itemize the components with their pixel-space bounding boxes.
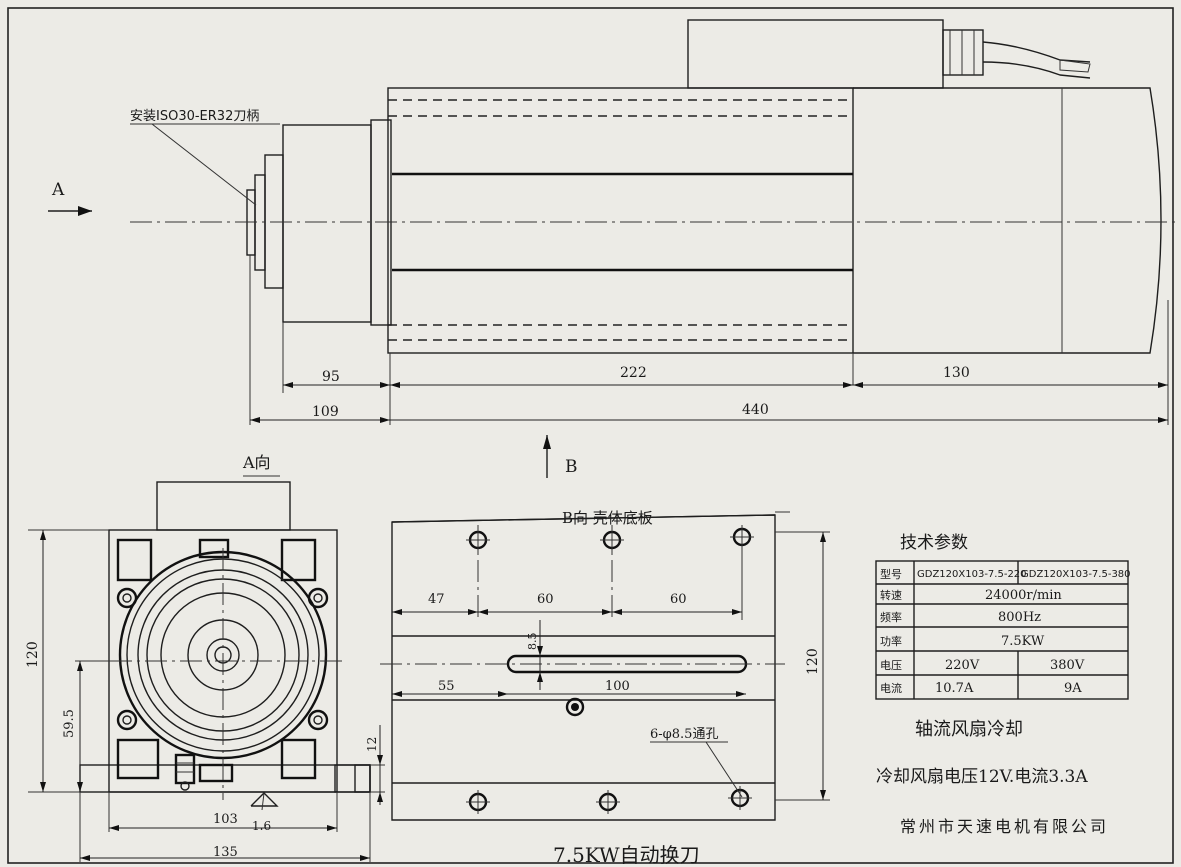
row-label-power: 功率 (880, 634, 902, 648)
power-value: 7.5KW (1001, 634, 1045, 649)
current-380: 9A (1064, 681, 1082, 696)
dim-59-5: 59.5 (62, 709, 77, 738)
dim-135: 135 (213, 845, 238, 860)
mounting-hole (728, 786, 752, 810)
front-bolt (116, 587, 138, 609)
model-220: GDZ120X103-7.5-220 (917, 569, 1027, 580)
roughness-symbol (250, 792, 279, 807)
view-a-title: A向 (242, 453, 271, 472)
spec-grid (875, 560, 1129, 700)
mounting-hole (466, 790, 490, 814)
front-view: A向 (25, 453, 385, 862)
dim-60b: 60 (670, 592, 687, 607)
spindle-nose (282, 124, 372, 323)
dim-60a: 60 (537, 592, 554, 607)
connector-box-front (156, 481, 291, 531)
motor-body (387, 87, 854, 354)
mounting-hole (730, 525, 754, 549)
dim-103: 103 (213, 812, 238, 827)
row-label-current: 电流 (880, 681, 902, 695)
cooling-note: 轴流风扇冷却 (915, 719, 1023, 740)
hole-note-leader (705, 741, 743, 798)
view-b-marker: B (565, 457, 578, 477)
drain-fitting (174, 753, 196, 785)
fan-spec-note: 冷却风扇电压12V.电流3.3A (876, 767, 1088, 787)
front-bolt (307, 587, 329, 609)
mounting-hole (596, 790, 620, 814)
dim-120-front: 120 (25, 641, 41, 668)
front-bolt (307, 709, 329, 731)
hole-note: 6-φ8.5通孔 (650, 727, 718, 742)
voltage-220: 220V (945, 658, 980, 673)
dim-12: 12 (365, 737, 379, 752)
row-label-model: 型号 (880, 567, 902, 581)
locating-pin (565, 697, 585, 717)
dim-120-bottom: 120 (805, 648, 821, 675)
power-cable (982, 41, 1091, 79)
company-name: 常州市天速电机有限公司 (900, 817, 1109, 836)
side-view: A 安装ISO30-ER32刀柄 95 222 130 109 (48, 19, 1175, 425)
dim-95: 95 (322, 369, 340, 385)
callout-leader (151, 123, 257, 206)
dim-47: 47 (428, 592, 445, 607)
bottom-view: B B向 壳体底板 (380, 435, 830, 821)
voltage-380: 380V (1050, 658, 1085, 673)
dim-222: 222 (620, 365, 647, 381)
cable-gland (942, 29, 984, 76)
view-a-marker: A (51, 180, 65, 200)
frequency-value: 800Hz (998, 610, 1041, 625)
model-380: GDZ120X103-7.5-380 (1021, 569, 1131, 580)
dim-109: 109 (312, 404, 339, 420)
dim-440: 440 (742, 402, 769, 418)
footer-title: 7.5KW自动换刀 (553, 843, 700, 867)
roughness-value: 1.6 (252, 819, 271, 833)
dim-55: 55 (438, 679, 455, 694)
dim-8-5: 8.5 (526, 633, 539, 651)
dim-130: 130 (943, 365, 970, 381)
fan-cover (853, 87, 1162, 354)
callout-label: 安装ISO30-ER32刀柄 (130, 109, 259, 124)
current-220: 10.7A (935, 681, 974, 696)
row-label-voltage: 电压 (880, 659, 902, 672)
connector-housing (687, 19, 944, 89)
row-label-speed: 转速 (880, 588, 902, 602)
drawing-frame (7, 7, 1174, 864)
spec-table: 技术参数 型号 GDZ120X103-7.5-220 GDZ120X103-7.… (875, 533, 1131, 700)
row-label-frequency: 频率 (880, 610, 902, 624)
speed-value: 24000r/min (985, 588, 1062, 603)
base-plate-outline (391, 514, 776, 821)
spec-title: 技术参数 (900, 533, 968, 553)
front-bolt (116, 709, 138, 731)
dim-100: 100 (605, 679, 630, 694)
